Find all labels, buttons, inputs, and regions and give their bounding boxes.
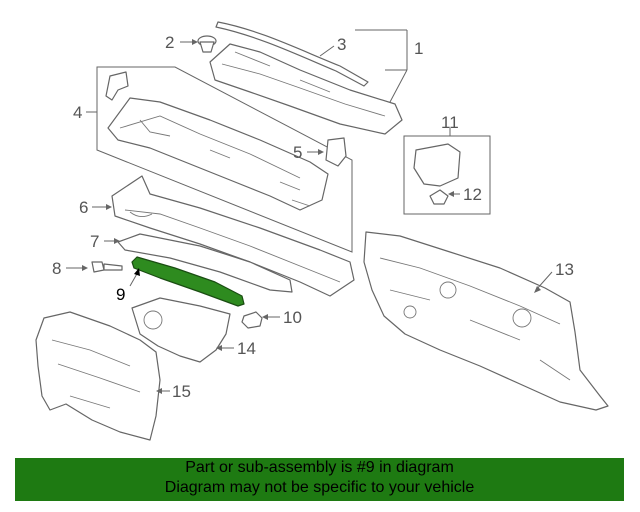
part-4-bracket	[105, 71, 129, 101]
part-1-detail	[221, 51, 386, 117]
part-3-seal	[215, 21, 369, 87]
part-5-bracket	[325, 137, 347, 167]
arrow-6	[106, 204, 112, 210]
arrow-8	[82, 265, 88, 271]
part-4-panel-frame	[96, 66, 353, 253]
part-8-bolt	[91, 261, 123, 273]
leader-1	[355, 29, 408, 103]
part-4-cowl-panel	[107, 97, 329, 211]
part-15-detail	[51, 339, 141, 409]
part-6-detail	[124, 209, 341, 283]
part-14-insulator	[131, 297, 231, 363]
arrow-5	[318, 149, 324, 155]
part-2-clip-stem	[199, 41, 215, 53]
part-13-hole	[512, 308, 532, 328]
part-6-dash-upper	[111, 175, 355, 297]
callout-13: 13	[555, 260, 574, 279]
part-13-hole	[403, 305, 417, 319]
arrow-7	[114, 238, 120, 244]
callout-15: 15	[172, 382, 191, 401]
part-10-grommet	[241, 311, 263, 329]
callout-9: 9	[116, 285, 125, 304]
part-11-box	[403, 135, 491, 215]
part-9-extension	[131, 256, 245, 307]
callout-5: 5	[293, 143, 302, 162]
callout-1: 1	[414, 39, 423, 58]
part-12-fastener	[429, 189, 449, 205]
part-1-cowl-top	[209, 43, 403, 135]
callout-12: 12	[463, 185, 482, 204]
part-13-detail	[379, 257, 571, 381]
part-13-dash-panel	[363, 231, 609, 411]
info-banner: Part or sub-assembly is #9 in diagram Di…	[15, 458, 624, 501]
callout-7: 7	[90, 232, 99, 251]
leader-3	[319, 45, 335, 57]
callout-8: 8	[52, 259, 61, 278]
part-7-reinforcement	[117, 233, 293, 293]
callout-14: 14	[237, 339, 256, 358]
arrow-12	[448, 191, 454, 197]
part-4-detail	[119, 115, 311, 207]
parts-diagram: 1 2 3 4 5 6 7 8 9 10 11 12 13 14 15	[35, 21, 609, 441]
part-13-hole	[439, 281, 457, 299]
callout-11: 11	[441, 113, 459, 132]
part-14-hole	[143, 310, 163, 330]
callout-3: 3	[337, 35, 346, 54]
arrow-14	[216, 345, 222, 351]
banner-line-2: Diagram may not be specific to your vehi…	[164, 479, 475, 496]
arrow-13	[534, 286, 541, 293]
arrow-15	[156, 388, 162, 394]
banner-line-1: Part or sub-assembly is #9 in diagram	[185, 459, 454, 476]
leader-13	[535, 271, 553, 291]
callout-2: 2	[165, 33, 174, 52]
callout-6: 6	[79, 198, 88, 217]
callout-10: 10	[283, 308, 302, 327]
arrow-2	[192, 39, 198, 45]
part-11-bracket	[413, 143, 461, 187]
arrow-9	[134, 268, 140, 276]
callout-4: 4	[73, 103, 82, 122]
arrow-10	[262, 314, 268, 320]
